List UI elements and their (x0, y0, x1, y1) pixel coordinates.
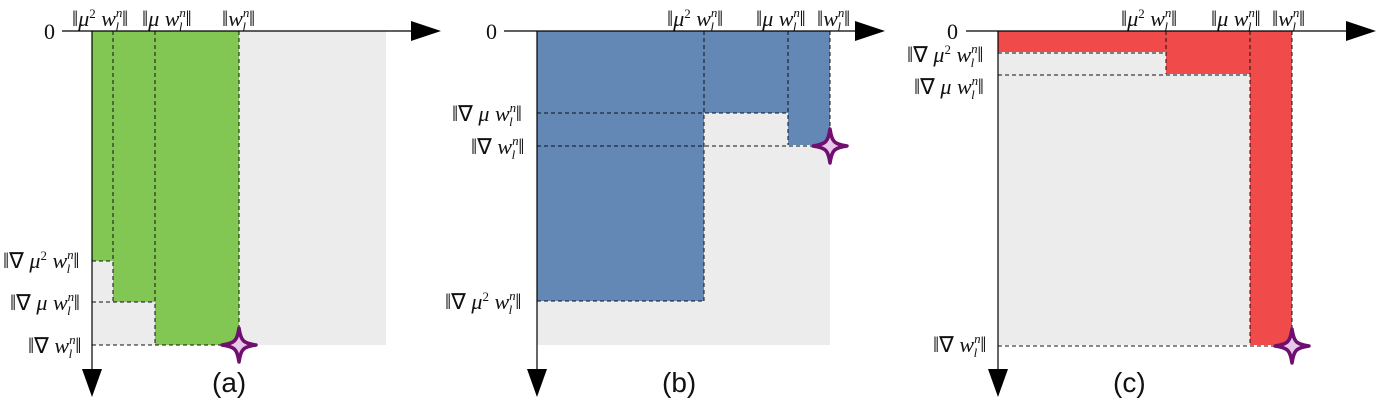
svg-text:‖∇ wnl‖: ‖∇ wnl‖ (471, 133, 524, 162)
panel-b-region-3 (788, 31, 830, 145)
svg-text:‖∇ μ2 wnl‖: ‖∇ μ2 wnl‖ (907, 41, 983, 70)
panel-a-region-3 (155, 31, 239, 345)
panel-a-dashed-guides (92, 31, 240, 346)
svg-text:‖∇ μ wnl‖: ‖∇ μ wnl‖ (914, 73, 984, 102)
panel-c-dashed-guides (998, 31, 1293, 347)
panel-c-region-2 (1166, 31, 1250, 74)
svg-text:‖∇ μ2 wnl‖: ‖∇ μ2 wnl‖ (445, 288, 521, 317)
panel-b-x-arrow-icon (855, 21, 885, 41)
panel-c-region-3 (1250, 31, 1292, 345)
svg-text:‖μ wnl‖: ‖μ wnl‖ (1211, 5, 1261, 34)
panel-c-background (998, 31, 1292, 345)
panel-a-region-2 (113, 31, 155, 302)
svg-text:‖∇ μ wnl‖: ‖∇ μ wnl‖ (10, 289, 80, 318)
svg-text:‖wnl‖: ‖wnl‖ (222, 5, 255, 34)
panel-a-region-1 (92, 31, 113, 261)
panel-b-y-arrow-icon (527, 369, 547, 397)
panel-c-region-1 (998, 31, 1166, 52)
panel-a-caption: (a) (212, 367, 246, 398)
svg-text:‖∇ wnl‖: ‖∇ wnl‖ (933, 331, 986, 360)
svg-text:‖μ2 wnl‖: ‖μ2 wnl‖ (667, 5, 723, 34)
svg-text:‖∇ μ2 wnl‖: ‖∇ μ2 wnl‖ (3, 247, 79, 276)
panel-a-y-arrow-icon (82, 369, 102, 397)
svg-text:‖μ2 wnl‖: ‖μ2 wnl‖ (72, 5, 128, 34)
panel-c-x-arrow-icon (1346, 21, 1376, 41)
panel-a-x-arrow-icon (411, 21, 441, 41)
svg-text:‖μ2 wnl‖: ‖μ2 wnl‖ (1121, 5, 1177, 34)
svg-text:‖∇ wnl‖: ‖∇ wnl‖ (28, 332, 81, 361)
panel-b-region-1 (537, 31, 704, 301)
svg-text:‖μ wnl‖: ‖μ wnl‖ (142, 5, 192, 34)
svg-text:‖∇ μ wnl‖: ‖∇ μ wnl‖ (452, 100, 522, 129)
panel-b-caption: (b) (662, 367, 696, 398)
svg-text:‖wnl‖: ‖wnl‖ (817, 5, 850, 34)
svg-text:‖wnl‖: ‖wnl‖ (1272, 5, 1305, 34)
panel-b-region-2 (704, 31, 788, 113)
panel-c-caption: (c) (1113, 367, 1146, 398)
panel-b-dashed-guides (537, 31, 831, 302)
panel-b-origin-label: 0 (486, 19, 497, 44)
panel-c-origin-label: 0 (947, 19, 958, 44)
panel-c-y-arrow-icon (988, 369, 1008, 397)
panel-a-origin-label: 0 (44, 19, 55, 44)
svg-text:‖μ wnl‖: ‖μ wnl‖ (756, 5, 806, 34)
